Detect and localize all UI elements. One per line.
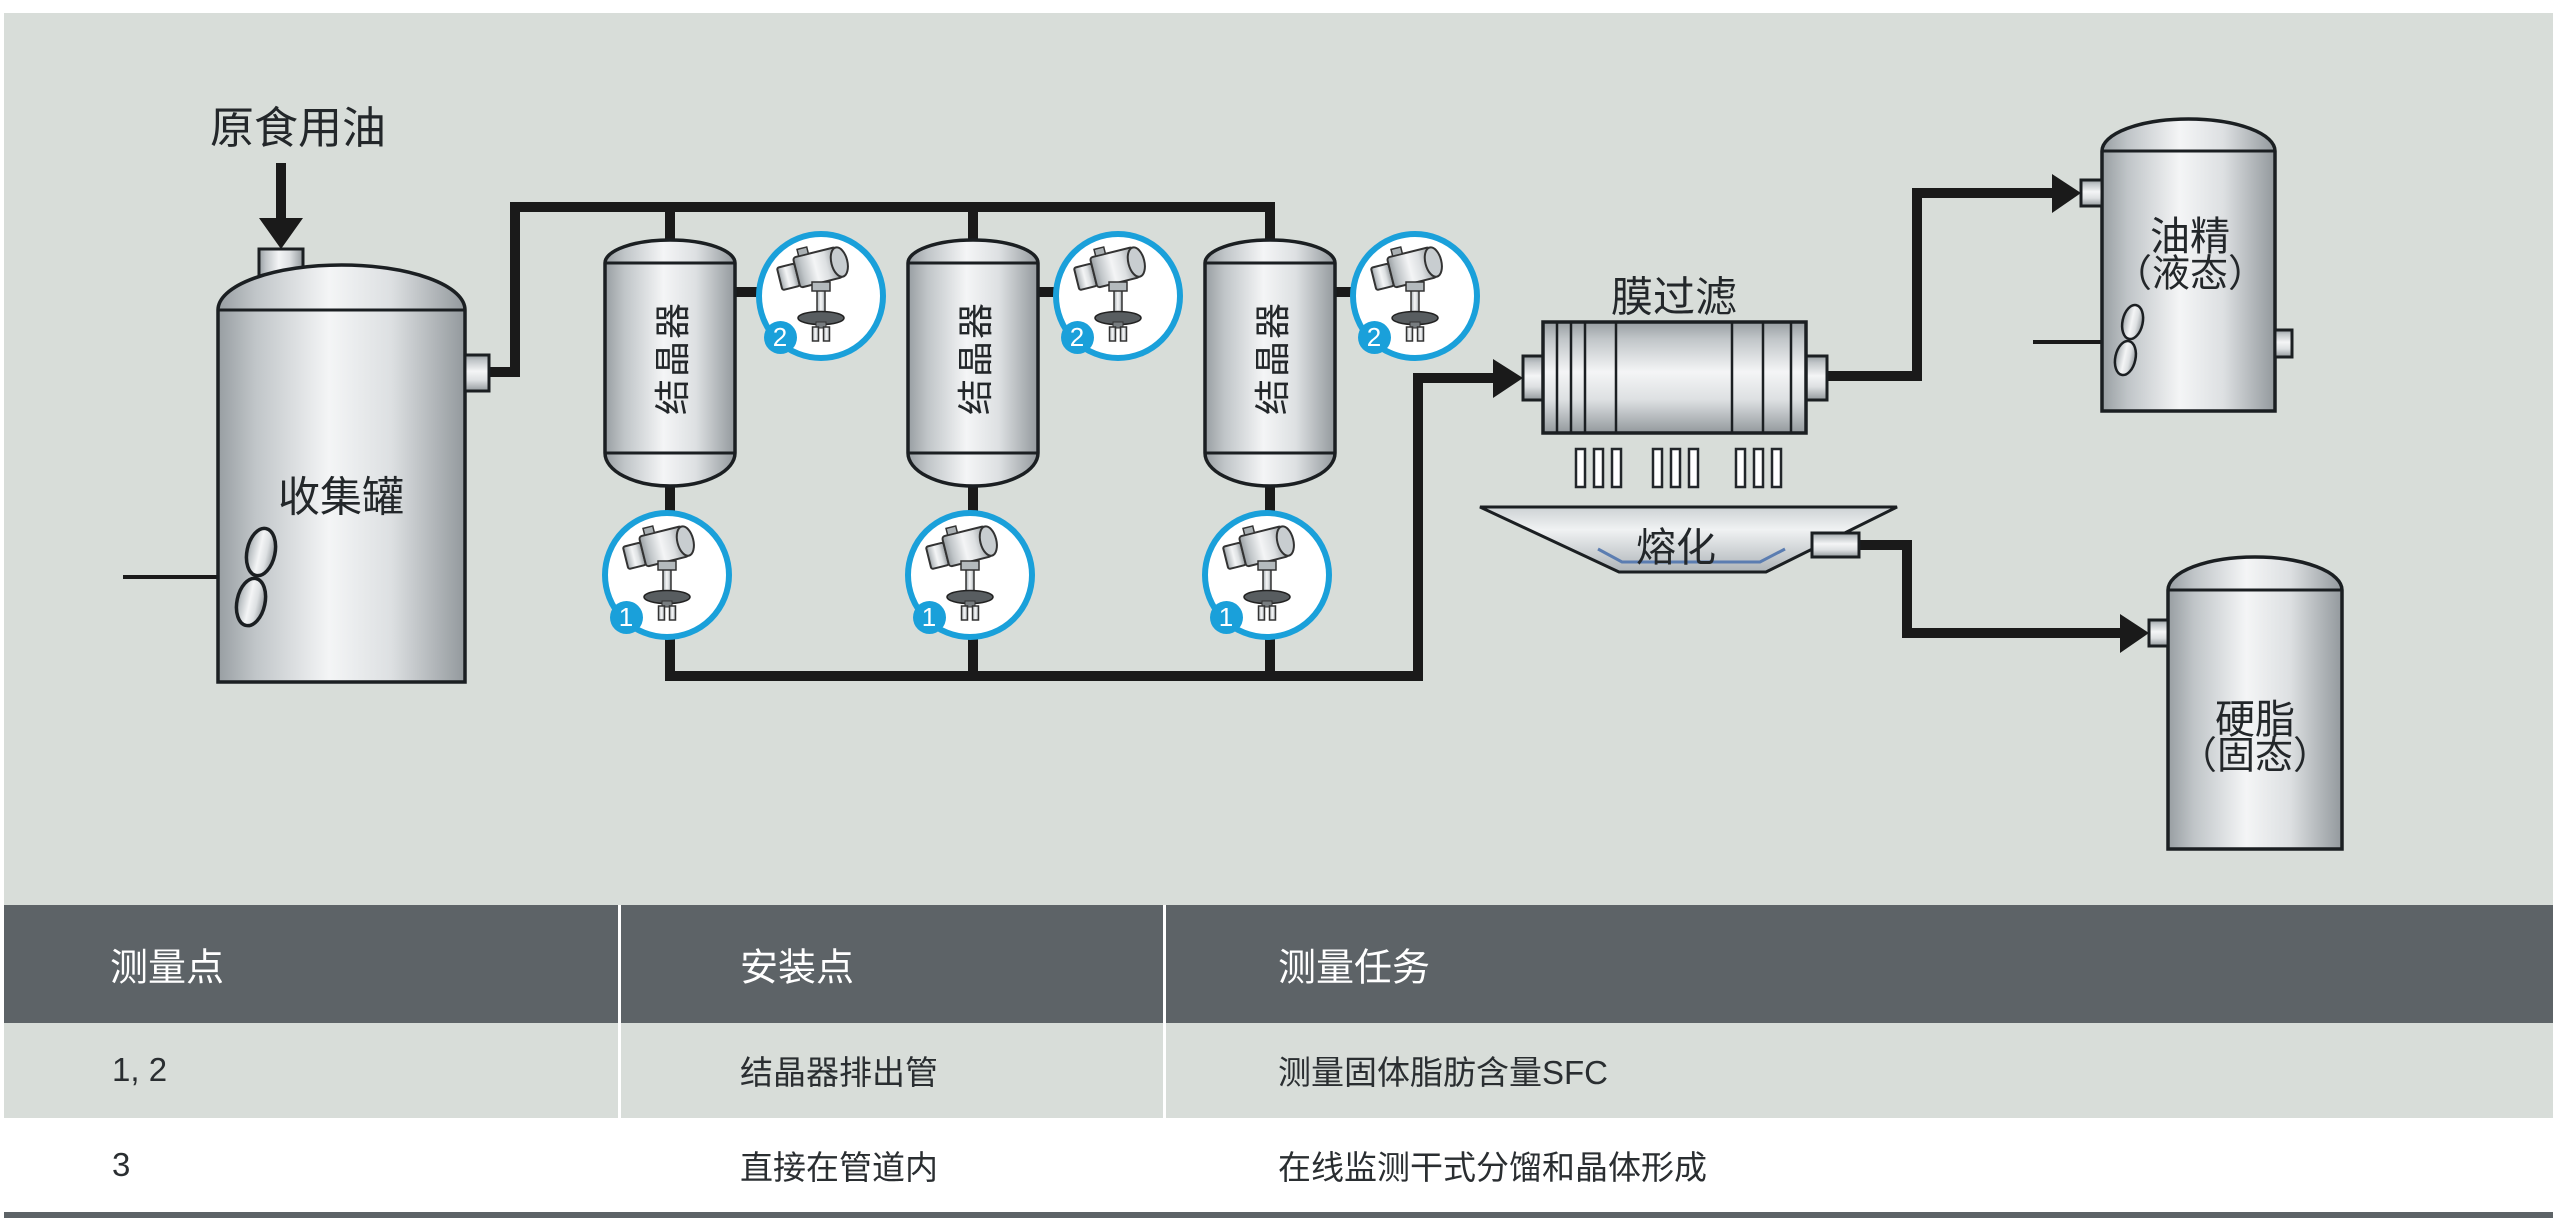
pipe-melt-out xyxy=(1859,540,1912,550)
raw-oil-inlet-arrow xyxy=(259,163,303,249)
table-row-1-band xyxy=(4,1023,2553,1118)
pipe-stearin-drop xyxy=(1902,540,1912,633)
table-header-measuring-task: 测量任务 xyxy=(1278,947,1431,990)
table-row: 结晶器排出管 xyxy=(740,1054,938,1091)
pipe-stearin-run xyxy=(1902,628,2121,638)
pipe-tank-outlet xyxy=(487,367,512,377)
raw-oil-label: 原食用油 xyxy=(210,104,386,153)
pipe-top-header xyxy=(510,202,1275,212)
pipe-branch-2 xyxy=(968,207,978,242)
crystallizer-1 xyxy=(603,238,737,488)
olein-label-line2: （液态） xyxy=(2113,253,2267,296)
pipe-olein-riser xyxy=(1912,193,1922,381)
column-divider-1 xyxy=(618,905,621,1212)
olein-inlet-nozzle xyxy=(2079,178,2104,208)
stearin-tank xyxy=(2147,555,2344,851)
pipe-olein-top xyxy=(1912,188,2053,198)
pipe-filter-outlet xyxy=(1827,371,1922,381)
pipe-branch-1 xyxy=(665,207,675,242)
melt-liquid-line xyxy=(1597,547,1786,564)
melt-outlet-nozzle xyxy=(1810,531,1861,559)
membrane-filter xyxy=(1521,320,1829,435)
stearin-label-line2: （固态） xyxy=(2178,735,2332,778)
olein-label-line1: 油精 xyxy=(2150,214,2230,259)
crystallizer-3 xyxy=(1203,238,1337,488)
badge-point-1: 1 xyxy=(609,600,643,634)
filter-left-nozzle xyxy=(1521,354,1545,402)
filter-inlet-arrow xyxy=(1493,359,1523,398)
membrane-filter-label: 膜过滤 xyxy=(1610,275,1738,322)
pipe-stub-3 xyxy=(1335,287,1363,297)
crystallizer-2 xyxy=(906,238,1040,488)
pipe-filter-riser xyxy=(1413,378,1423,681)
table-row: 1, 2 xyxy=(112,1051,168,1088)
table-bottom-strip xyxy=(4,1212,2553,1218)
badge-point-1: 1 xyxy=(912,600,946,634)
badge-point-1: 1 xyxy=(1209,600,1243,634)
table-row-2-band xyxy=(4,1118,2553,1212)
crystallizer-3-label: 结晶器 xyxy=(1253,300,1293,416)
stearin-inlet-arrow xyxy=(2120,614,2149,653)
olein-outlet-nozzle xyxy=(2273,328,2294,359)
collection-tank-label: 收集罐 xyxy=(277,475,405,522)
pipe-filter-inlet xyxy=(1413,373,1495,383)
crystallizer-2-label: 结晶器 xyxy=(956,300,996,416)
filter-right-nozzle xyxy=(1804,354,1829,402)
table-row: 在线监测干式分馏和晶体形成 xyxy=(1278,1149,1707,1186)
collection-tank-outlet-nozzle xyxy=(463,353,491,393)
pipe-left-riser xyxy=(510,202,520,377)
table-header-installation-point: 安装点 xyxy=(740,947,855,990)
crystallizer-1-label: 结晶器 xyxy=(653,300,693,416)
olein-inlet-arrow xyxy=(2052,174,2081,213)
melting-trough xyxy=(1479,505,1898,574)
pipe-branch-3 xyxy=(1265,207,1275,242)
table-row: 3 xyxy=(112,1146,131,1183)
badge-point-2: 2 xyxy=(763,320,797,354)
pipes xyxy=(259,163,2149,681)
collection-tank xyxy=(216,247,491,684)
stearin-inlet-nozzle xyxy=(2147,618,2170,648)
pipe-bottom-header xyxy=(665,671,1423,681)
table-row: 测量固体脂肪含量SFC xyxy=(1278,1054,1608,1091)
drip-bars xyxy=(1574,447,1783,489)
table-row: 直接在管道内 xyxy=(740,1149,938,1186)
pipe-stub-2 xyxy=(1038,287,1066,297)
table-header-band xyxy=(4,905,2553,1023)
stearin-label-line1: 硬脂 xyxy=(2215,697,2295,742)
badge-point-2: 2 xyxy=(1357,320,1391,354)
pipe-stub-1 xyxy=(735,287,763,297)
column-divider-2 xyxy=(1163,905,1166,1212)
badge-point-2: 2 xyxy=(1060,320,1094,354)
table-header-measuring-point: 测量点 xyxy=(110,947,225,990)
melting-label: 熔化 xyxy=(1636,525,1716,570)
olein-tank xyxy=(2079,117,2294,413)
